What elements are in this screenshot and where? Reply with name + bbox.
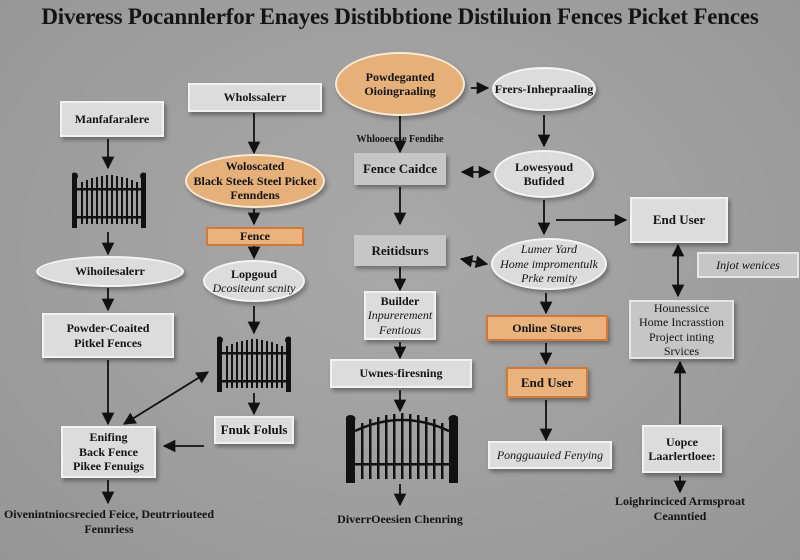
center-caption-text: DiverrOeesien Chenring bbox=[337, 512, 463, 526]
lumber-line-2: Home impromentulk bbox=[500, 256, 598, 271]
fnuk-foluls-label: Fnuk Foluls bbox=[220, 422, 288, 438]
left-caption-line-1: Oivenintniocsrecied Feice, Deutrriouteed bbox=[3, 507, 215, 521]
builder-line-2: Inpurerement bbox=[367, 308, 433, 323]
powder-coated-node[interactable]: Powder-Coaited Pitkel Fences bbox=[42, 313, 174, 358]
pongguauied-label: Pongguauied Fenying bbox=[496, 447, 604, 462]
uopce-line-1: Uopce bbox=[666, 434, 698, 449]
wholesaler-top-label: Wholssalerr bbox=[223, 90, 287, 105]
wholesale-fendihe-text: Whlooecese Fendihe bbox=[356, 134, 444, 145]
diagram-title: Diveress Pocannlerfor Enayes Distibbtion… bbox=[41, 4, 759, 29]
end-user-orange-label: End User bbox=[520, 374, 574, 390]
right-caption-line-1: Loighrinciced Armsproat bbox=[614, 494, 746, 508]
home-services-node[interactable]: Hounessice Home Incrasstion Project inti… bbox=[629, 300, 734, 359]
frers-label: Frers-Inhepraaling bbox=[494, 81, 594, 96]
wholesaler-top-node[interactable]: Wholssalerr bbox=[188, 83, 322, 112]
powder-coated-line-1: Powder-Coaited bbox=[66, 321, 150, 336]
uwnes-firesning-node[interactable]: Uwnes-firesning bbox=[330, 359, 472, 388]
right-caption-line-2: Ceanntied bbox=[653, 509, 707, 523]
end-user-orange-node[interactable]: End User bbox=[506, 367, 588, 398]
wholesaler-left-label: Wihoilesalerr bbox=[75, 264, 145, 279]
online-stores-label: Online Stores bbox=[512, 320, 582, 335]
powdeganted-node[interactable]: Powdeganted Oioingraaling bbox=[335, 52, 465, 116]
black-steel-line-2: Black Steek Steel Picket bbox=[193, 173, 317, 188]
black-steel-line-1: Woloscated bbox=[225, 159, 285, 174]
black-steel-line-3: Fenndens bbox=[230, 188, 280, 203]
arrow-reitidsurs-lumber-bidirectional bbox=[459, 254, 489, 269]
lumber-line-3: Prke remity bbox=[521, 271, 577, 286]
lopgoud-node[interactable]: Lopgoud Dcositeunt scnity bbox=[203, 260, 305, 302]
home-services-line-4: Srvices bbox=[663, 343, 700, 358]
lowesyoud-node[interactable]: Lowesyoud Bufided bbox=[494, 150, 594, 198]
uwnes-firesning-label: Uwnes-firesning bbox=[359, 366, 443, 381]
lumber-yard-node[interactable]: Lumer Yard Home impromentulk Prke remity bbox=[491, 238, 607, 290]
picket-fence-icon bbox=[72, 172, 146, 228]
online-stores-node[interactable]: Online Stores bbox=[486, 315, 608, 341]
fence-caidce-node[interactable]: Fence Caidce bbox=[354, 153, 446, 185]
reitidsurs-node[interactable]: Reitidsurs bbox=[354, 235, 446, 266]
right-bottom-caption: Loighrinciced Armsproat Ceanntied bbox=[605, 494, 755, 524]
ending-back-fence-node[interactable]: Enifing Back Fence Pikee Fenuigs bbox=[61, 426, 156, 478]
end-user-top-node[interactable]: End User bbox=[630, 197, 728, 243]
wholesale-fendihe-caption: Whlooecese Fendihe bbox=[345, 134, 455, 147]
lopgoud-line-2: Dcositeunt scnity bbox=[212, 281, 296, 295]
fence-tag-node[interactable]: Fence bbox=[206, 227, 304, 246]
ending-line-3: Pikee Fenuigs bbox=[73, 459, 144, 474]
arched-gate-icon bbox=[346, 413, 458, 483]
fence-tag-label: Fence bbox=[240, 229, 270, 244]
wholesaler-left-node[interactable]: Wihoilesalerr bbox=[36, 256, 184, 287]
picket-fence-icon bbox=[217, 336, 291, 392]
lopgoud-line-1: Lopgoud bbox=[230, 266, 278, 281]
injot-wenices-node[interactable]: Injot wenices bbox=[697, 252, 799, 278]
lowesyoud-line-2: Bufided bbox=[523, 174, 565, 188]
home-services-line-2: Home Incrasstion bbox=[639, 315, 724, 330]
builder-line-1: Builder bbox=[380, 293, 420, 308]
wholesaled-black-steel-node[interactable]: Woloscated Black Steek Steel Picket Fenn… bbox=[185, 154, 325, 208]
ending-line-1: Enifing bbox=[89, 430, 128, 445]
reitidsurs-label: Reitidsurs bbox=[371, 242, 429, 258]
pongguauied-node[interactable]: Pongguauied Fenying bbox=[488, 441, 612, 469]
lumber-line-1: Lumer Yard bbox=[520, 242, 578, 257]
frers-inhepraaling-node[interactable]: Frers-Inhepraaling bbox=[492, 67, 596, 111]
builder-line-3: Fentious bbox=[379, 322, 421, 337]
manufacturer-label: Manfafaralere bbox=[74, 111, 150, 126]
arrow-ending-fence-bidirectional bbox=[122, 371, 210, 425]
fnuk-foluls-node[interactable]: Fnuk Foluls bbox=[214, 416, 294, 444]
left-caption-line-2: Fennriess bbox=[84, 522, 134, 536]
center-bottom-caption: DiverrOeesien Chenring bbox=[320, 512, 480, 527]
powder-coated-line-2: Pitkel Fences bbox=[74, 335, 142, 350]
ending-line-2: Back Fence bbox=[79, 444, 138, 459]
powdeganted-line-2: Oioingraaling bbox=[364, 84, 436, 98]
uopce-line-2: Laarlertloee: bbox=[648, 449, 716, 463]
injot-wenices-label: Injot wenices bbox=[716, 257, 780, 272]
builder-node[interactable]: Builder Inpurerement Fentious bbox=[364, 291, 436, 340]
powdeganted-line-1: Powdeganted bbox=[365, 69, 435, 84]
end-user-top-label: End User bbox=[652, 212, 706, 228]
fence-caidce-label: Fence Caidce bbox=[362, 161, 437, 177]
lowesyoud-line-1: Lowesyoud bbox=[514, 159, 573, 174]
manufacturer-node[interactable]: Manfafaralere bbox=[60, 101, 164, 137]
uopce-node[interactable]: Uopce Laarlertloee: bbox=[642, 425, 722, 473]
home-services-line-1: Hounessice bbox=[653, 300, 710, 315]
home-services-line-3: Project inting bbox=[649, 329, 714, 344]
left-bottom-caption: Oivenintniocsrecied Feice, Deutrriouteed… bbox=[0, 507, 218, 537]
